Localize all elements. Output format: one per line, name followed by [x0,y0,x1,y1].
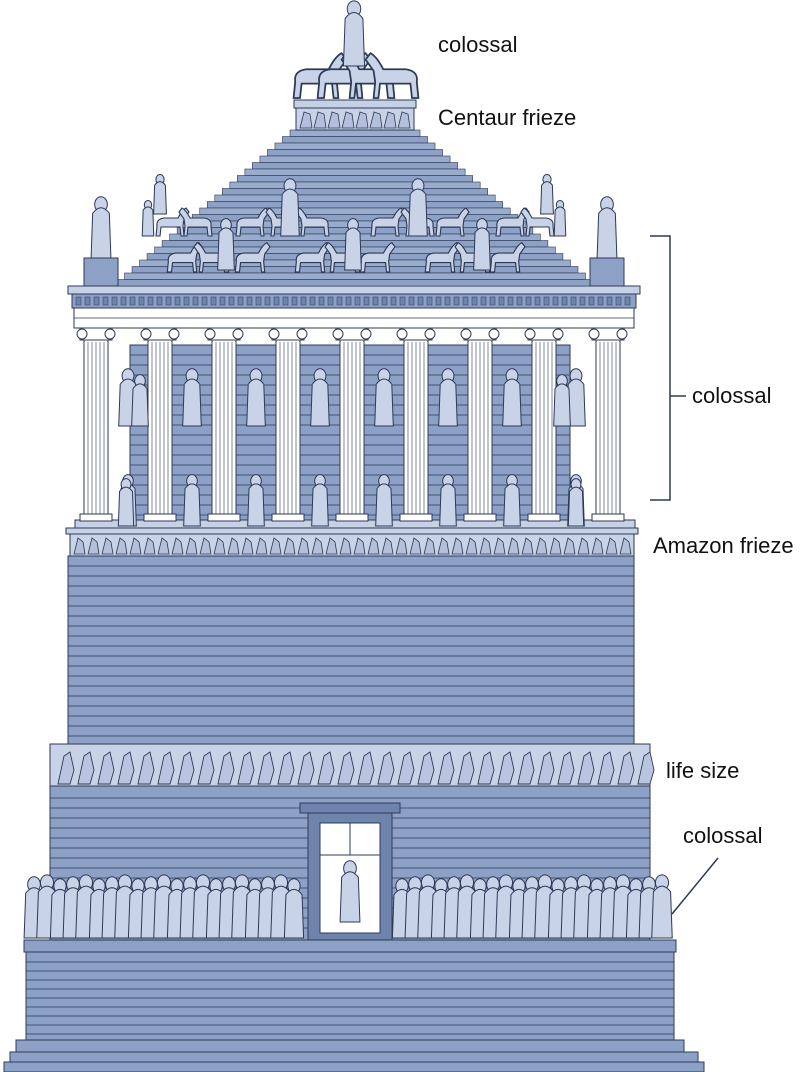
roof-statue [153,174,167,215]
colonnade-lower-statue [247,474,265,527]
dentil-band [71,293,637,309]
roof-horse [234,241,271,273]
ionic-column [588,327,628,522]
label-colonnade-statues: colossal [692,383,771,408]
label-top-quadriga: colossal [438,32,517,57]
colonnade-upper-statue [374,368,394,427]
upper-podium [67,555,635,745]
roof-statue [540,174,554,215]
roof-statue [408,178,428,237]
colonnade-lower-statue [375,474,393,527]
door-statue [339,860,361,923]
roof-horse [489,241,526,273]
colonnade-lower-statue [567,478,585,527]
colonnade-upper-statue [182,368,202,427]
roof-horse [495,207,530,237]
roof-horse [359,241,396,273]
ionic-column [76,327,116,522]
colonnade-upper-statue [566,368,586,427]
roof-horse [166,241,203,273]
roof-horse [295,207,330,237]
roof-statue [141,199,155,237]
lower-podium-statue [283,878,305,939]
lower-statues-leader [671,857,719,915]
roof-horse [235,207,270,237]
colonnade-upper-statue [310,368,330,427]
base-step-2 [9,1051,699,1063]
lower-statue-row [23,874,673,939]
quadriga-horse [364,52,420,99]
base-cornice [23,939,677,953]
roof-horse [370,207,405,237]
label-amazon-frieze: Amazon frieze [653,533,794,558]
corner-pedestal-right [589,257,625,287]
colonnade-lower-statue [117,478,135,527]
base-step-3 [3,1061,705,1072]
frieze-cornice [293,99,417,109]
centaur-frieze [295,107,415,131]
roof-statue [553,199,567,237]
ionic-column [140,327,180,522]
label-life-size-frieze: life size [666,758,739,783]
colonnade-bracket [650,235,671,501]
roof-statue [280,178,300,237]
ionic-column [268,327,308,522]
colonnade-upper-statue [131,374,149,427]
corner-statue-left [90,196,112,259]
colonnade-upper-statue [246,368,266,427]
sculpture-group [23,0,673,939]
colonnade-lower-statue [439,474,457,527]
life-size-frieze [49,743,655,787]
ionic-column [204,327,244,522]
colonnade-upper-statue [502,368,522,427]
label-lower-statues: colossal [683,823,762,848]
cornice [67,285,641,295]
roof-statue [344,218,362,271]
amazon-frieze [65,527,639,557]
ionic-column [524,327,564,522]
roof-horse [294,241,331,273]
roof-statue [473,218,491,271]
corner-statue-right [596,196,618,259]
roof-horse [520,207,555,237]
roof-statue [217,218,235,271]
colonnade-lower-statue [183,474,201,527]
ionic-column [332,327,372,522]
roof-horse [435,207,470,237]
mausoleum-structure [3,99,705,1072]
colonnade-upper-statue [438,368,458,427]
label-centaur-frieze: Centaur frieze [438,105,576,130]
lower-podium-statue [651,874,673,939]
roof-horse [424,241,461,273]
colonnade-upper-statue [553,374,571,427]
colonnade-lower-statue [311,474,329,527]
corner-pedestal-left [83,257,119,287]
base-step-1 [15,1039,685,1053]
roof-horse [178,207,213,237]
charioteer-statue [342,0,366,67]
quadriga-statue [292,0,420,99]
callout-lines [650,235,719,915]
base-plinth [25,951,675,1041]
ionic-column [460,327,500,522]
door-lintel [299,802,401,814]
colonnade-lower-statue [503,474,521,527]
